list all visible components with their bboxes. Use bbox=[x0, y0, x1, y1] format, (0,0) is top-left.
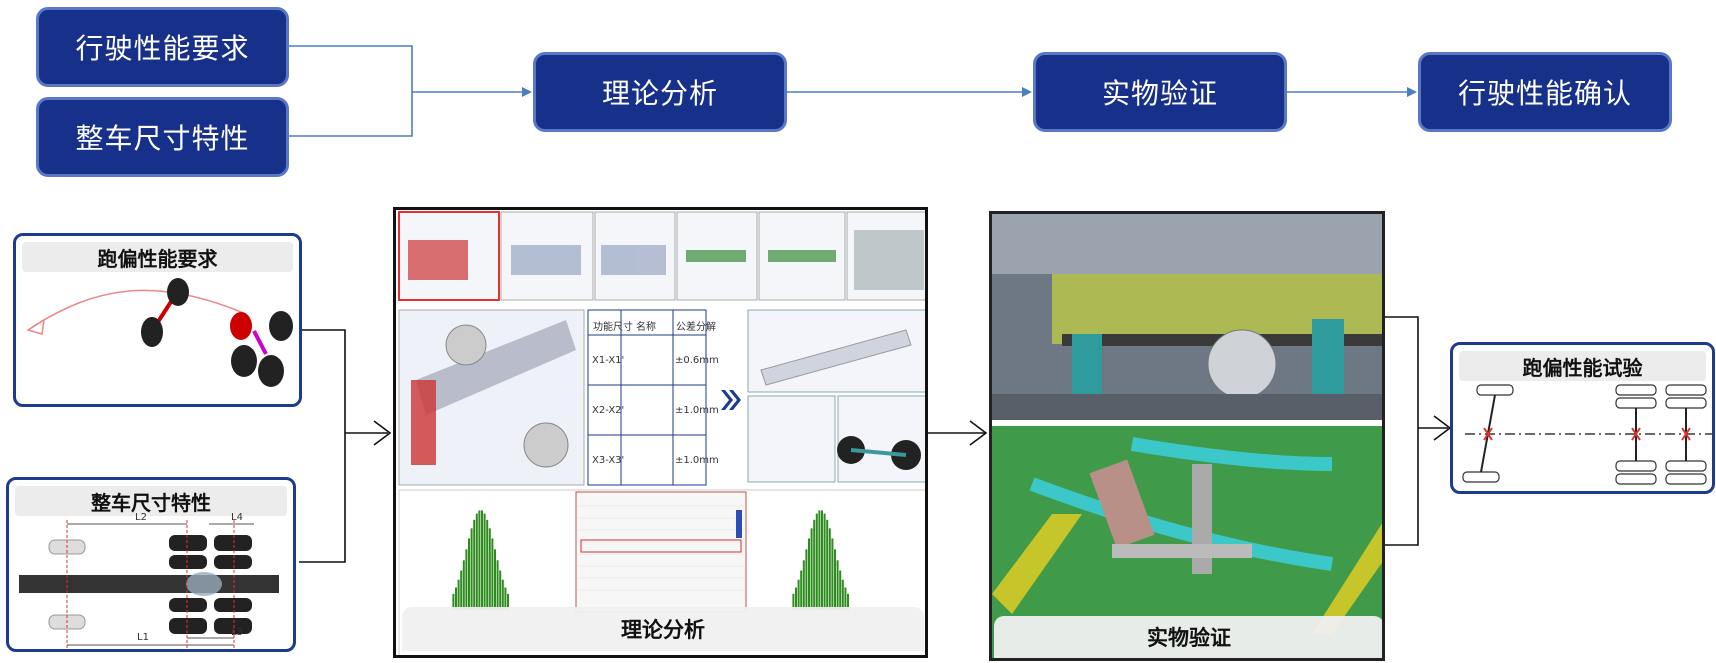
step-theory-analysis: 理论分析 bbox=[533, 52, 787, 132]
vehicle-track-illustration bbox=[26, 278, 293, 387]
table-header: 名称 bbox=[636, 322, 656, 333]
table-cell: X3-X3' bbox=[592, 455, 625, 466]
table-cell: ±1.0mm bbox=[675, 455, 719, 466]
step-physical-verification: 实物验证 bbox=[1033, 52, 1287, 132]
chassis-illustration bbox=[19, 520, 279, 649]
requirement-driving-performance: 行驶性能要求 bbox=[36, 7, 289, 87]
table-header: 公差分解 bbox=[676, 322, 716, 333]
table-header: 功能尺寸 bbox=[593, 322, 633, 333]
verification-caption: 实物验证 bbox=[994, 616, 1382, 658]
deviation-test-card: 跑偏性能试验 bbox=[1450, 342, 1715, 494]
step-performance-confirm: 行驶性能确认 bbox=[1418, 52, 1672, 132]
requirement-vehicle-size: 整车尺寸特性 bbox=[36, 97, 289, 177]
theory-analysis-panel: 功能尺寸 名称 公差分解 X1-X1' ±0.6mm X2-X2' ±1.0mm… bbox=[393, 207, 928, 658]
card-title: 整车尺寸特性 bbox=[15, 486, 287, 516]
dim-label: L2 bbox=[135, 512, 147, 523]
table-cell: ±1.0mm bbox=[675, 405, 719, 416]
verification-photos bbox=[992, 214, 1382, 658]
dim-label: L1 bbox=[137, 632, 149, 643]
analysis-caption: 理论分析 bbox=[402, 607, 924, 651]
table-cell: ±0.6mm bbox=[675, 355, 719, 366]
deviation-requirement-card: 跑偏性能要求 bbox=[13, 233, 302, 407]
table-cell: X1-X1' bbox=[592, 355, 625, 366]
analysis-screenshots bbox=[398, 211, 925, 655]
vehicle-size-card: 整车尺寸特性 L2 L4 L1 L3 bbox=[6, 477, 296, 652]
card-title: 跑偏性能试验 bbox=[1459, 351, 1706, 381]
dim-label: L4 bbox=[231, 512, 243, 523]
dim-label: L3 bbox=[231, 627, 243, 638]
table-cell: X2-X2' bbox=[592, 405, 625, 416]
physical-verification-panel: 实物验证 bbox=[989, 211, 1385, 661]
card-title: 跑偏性能要求 bbox=[22, 242, 293, 272]
test-axle-diagram bbox=[1462, 384, 1712, 485]
